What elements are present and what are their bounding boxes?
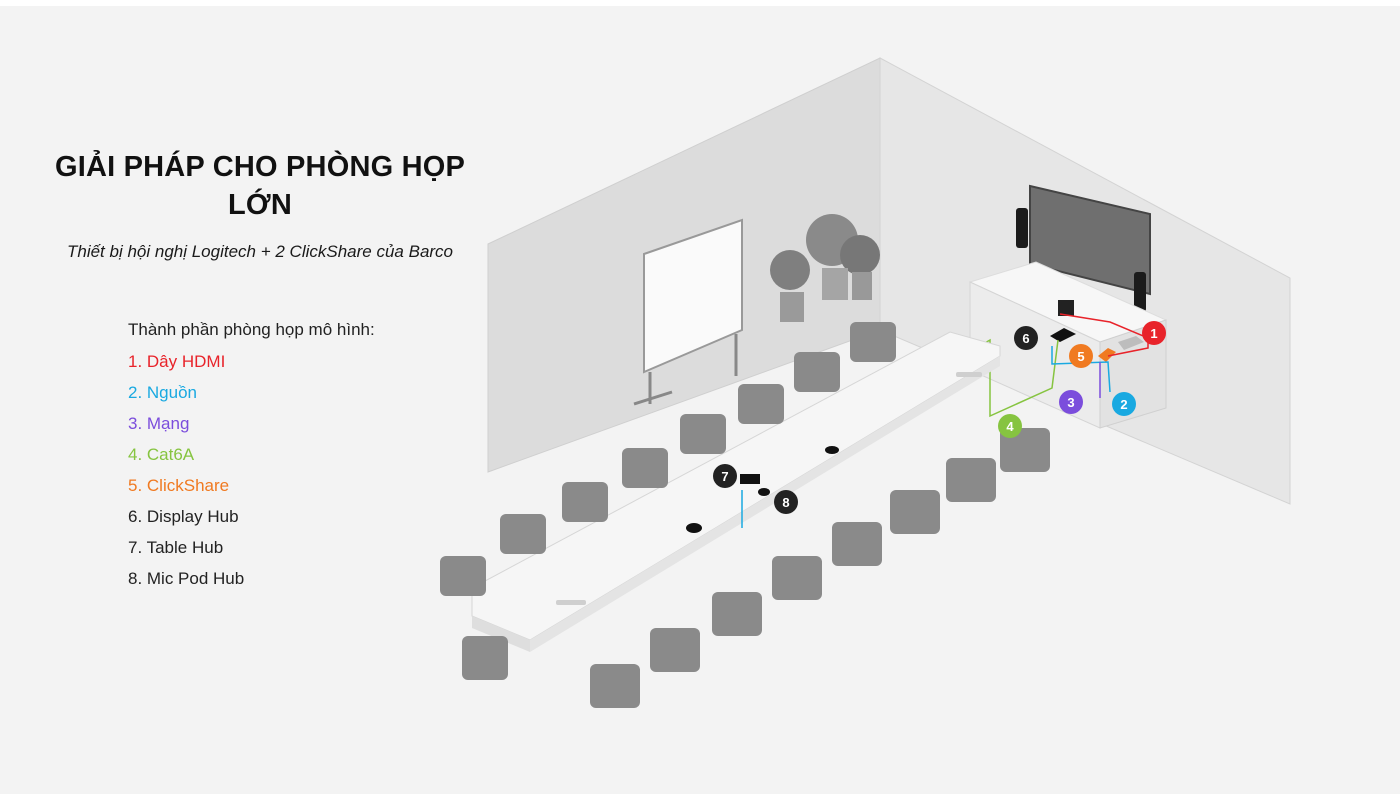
badge-8-circle [774, 490, 798, 514]
badge-3-circle [1059, 390, 1083, 414]
tv-display [1016, 184, 1151, 312]
chairs [440, 322, 1050, 708]
whiteboard [633, 218, 743, 406]
badge-4-label: 4 [1006, 419, 1014, 434]
badge-2-circle [1112, 392, 1136, 416]
back-wall [879, 57, 1291, 505]
badge-3-label: 3 [1067, 395, 1074, 410]
badge-5-circle [1069, 344, 1093, 368]
badge-5-label: 5 [1077, 349, 1084, 364]
legend-item-hdmi: 1. Dây HDMI [128, 352, 226, 371]
legend-item-clickshare: 5. ClickShare [128, 476, 230, 495]
badge-6-label: 6 [1022, 331, 1029, 346]
badge-2-label: 2 [1120, 397, 1127, 412]
badge-7-circle [713, 464, 737, 488]
legend-item-network: 3. Mạng [128, 414, 190, 433]
badge-2: 2 [1112, 392, 1136, 416]
badge-7-label: 7 [721, 469, 728, 484]
legend-item-power: 2. Nguồn [128, 383, 197, 402]
badge-7: 7 [713, 464, 737, 488]
badge-1: 1 [1142, 321, 1166, 345]
badge-1-circle [1142, 321, 1166, 345]
plants [770, 214, 880, 322]
badge-4: 4 [998, 414, 1022, 438]
badge-8-label: 8 [782, 495, 789, 510]
badge-6-circle [1014, 326, 1038, 350]
badge-1-label: 1 [1150, 326, 1157, 341]
badge-8: 8 [774, 490, 798, 514]
conference-table [471, 331, 1001, 652]
badge-3: 3 [1059, 390, 1083, 414]
badge-6: 6 [1014, 326, 1038, 350]
legend-list: 1. Dây HDMI 2. Nguồn 3. Mạng 4. Cat6A 5.… [128, 348, 244, 596]
page-title: GIẢI PHÁP CHO PHÒNG HỌP LỚN [54, 151, 466, 221]
legend-item-display-hub: 6. Display Hub [128, 507, 239, 526]
legend-item-cat6a: 4. Cat6A [128, 445, 195, 464]
badge-5: 5 [1069, 344, 1093, 368]
legend-item-mic-pod-hub: 8. Mic Pod Hub [128, 569, 245, 588]
page-subtitle: Thiết bị hội nghị Logitech + 2 ClickShar… [66, 242, 454, 261]
legend-item-table-hub: 7. Table Hub [128, 538, 224, 557]
badge-4-circle [998, 414, 1022, 438]
legend-heading: Thành phần phòng họp mô hình: [128, 320, 375, 339]
